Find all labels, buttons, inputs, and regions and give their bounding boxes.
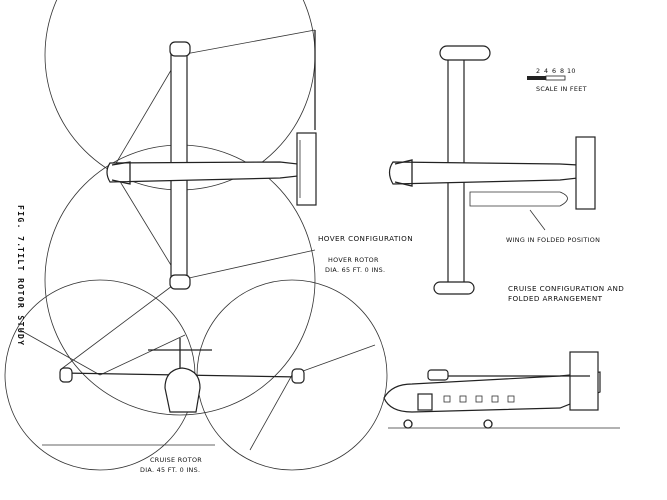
cruise-rotor-label: CRUISE ROTOR bbox=[150, 456, 202, 464]
side-view bbox=[383, 351, 620, 429]
hover-tail bbox=[296, 132, 317, 206]
figure-number: FIG. 7. bbox=[16, 205, 25, 249]
folded-wing-outline bbox=[469, 191, 568, 207]
window bbox=[459, 395, 467, 403]
rotor-blade-line bbox=[109, 164, 181, 281]
scale-bar: 2 4 6 8 10 SCALE IN FEET bbox=[527, 67, 587, 93]
main-wheel bbox=[483, 419, 493, 429]
nacelle-bottom bbox=[169, 274, 191, 290]
side-tail bbox=[569, 351, 599, 411]
side-nacelle bbox=[427, 369, 449, 381]
rotor-blade-line bbox=[99, 334, 186, 376]
scale-caption: SCALE IN FEET bbox=[536, 85, 587, 93]
side-door bbox=[417, 393, 433, 411]
window bbox=[507, 395, 515, 403]
leader-line bbox=[529, 209, 546, 231]
cruise-config-label-line2: FOLDED ARRANGEMENT bbox=[508, 294, 603, 303]
hover-rotor-label: HOVER ROTOR bbox=[328, 256, 379, 264]
figure-title: TILT ROTOR STUDY bbox=[16, 247, 25, 346]
side-fuselage bbox=[383, 371, 601, 413]
rotor-blade-line bbox=[59, 279, 181, 371]
scale-tick-2: 2 bbox=[536, 67, 540, 75]
cockpit-outline bbox=[111, 161, 131, 185]
rotor-blade-line bbox=[291, 344, 376, 376]
nose-wheel bbox=[403, 419, 413, 429]
rotor-blade-line bbox=[179, 29, 316, 56]
scale-bar-graphic bbox=[545, 75, 566, 81]
folded-cockpit bbox=[394, 159, 413, 187]
cruise-front-view bbox=[4, 279, 388, 471]
cruise-rotor-dia-label: DIA. 45 FT. 0 INS. bbox=[140, 466, 200, 474]
rotor-blade-line bbox=[114, 54, 181, 166]
cruise-fuselage-front bbox=[164, 367, 201, 413]
window bbox=[443, 395, 451, 403]
folded-fuselage bbox=[388, 161, 579, 185]
rotor-blade-line bbox=[249, 374, 293, 451]
hover-rotor-dia-label: DIA. 65 FT. 0 INS. bbox=[325, 266, 385, 274]
folded-nacelle-top bbox=[439, 45, 491, 61]
rotor-blade-line bbox=[19, 329, 101, 376]
nacelle-left bbox=[59, 367, 73, 383]
scale-tick-6: 6 bbox=[552, 67, 556, 75]
figure-caption: FIG. 7. TILT ROTOR STUDY bbox=[16, 205, 25, 346]
folded-tail bbox=[575, 136, 596, 210]
scale-tick-8: 8 bbox=[560, 67, 564, 75]
scale-tick-10: 10 bbox=[567, 67, 576, 75]
cruise-config-label-line1: CRUISE CONFIGURATION AND bbox=[508, 284, 624, 293]
folded-top-view bbox=[388, 45, 596, 295]
rotor-blade-line bbox=[179, 249, 316, 281]
nacelle-right bbox=[291, 368, 305, 384]
hover-top-view bbox=[44, 0, 317, 416]
folded-nacelle-bottom bbox=[433, 281, 475, 295]
hover-configuration-label: HOVER CONFIGURATION bbox=[318, 234, 413, 243]
window bbox=[491, 395, 499, 403]
window bbox=[475, 395, 483, 403]
nacelle-top bbox=[169, 41, 191, 57]
wing-folded-label: WING IN FOLDED POSITION bbox=[506, 236, 600, 244]
scale-tick-4: 4 bbox=[544, 67, 548, 75]
